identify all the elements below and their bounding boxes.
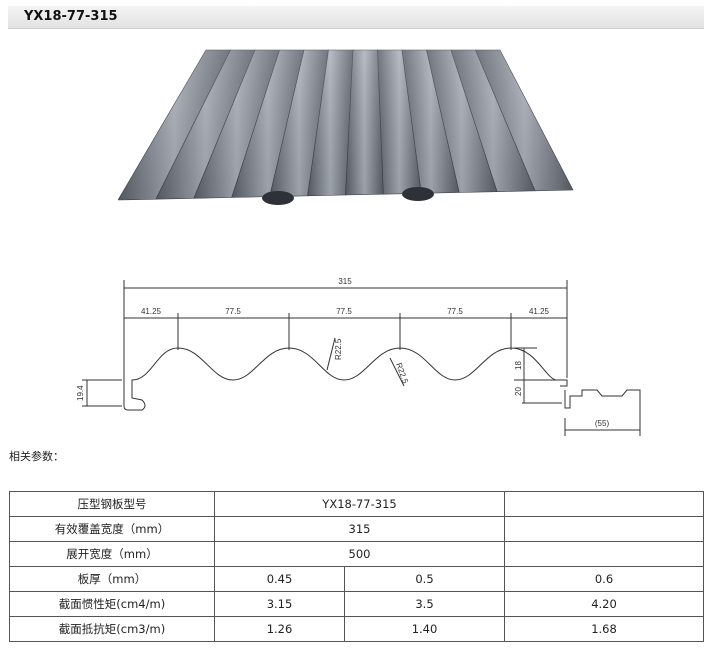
dim-pitch-2: 77.5: [336, 307, 352, 316]
steel-sheet-image: [118, 49, 574, 205]
spec-table: 压型钢板型号 YX18-77-315 有效覆盖宽度（mm） 315 展开宽度（m…: [9, 491, 705, 642]
dim-left-edge: 41.25: [141, 307, 162, 316]
table-cell: 0.5: [343, 566, 506, 592]
table-row: 展开宽度（mm） 500: [9, 541, 705, 567]
table-cell: 4.20: [504, 591, 705, 617]
table-cell: 315: [213, 516, 506, 542]
dim-height-left: 19.4: [76, 385, 85, 401]
row-label: 截面惯性矩(cm4/m): [9, 591, 215, 617]
dim-lap-width: (55): [595, 419, 610, 428]
title-bar: YX18-77-315: [8, 6, 704, 29]
table-cell: 1.40: [343, 616, 506, 642]
table-cell: [504, 541, 705, 567]
table-cell: 3.5: [343, 591, 506, 617]
row-label: 有效覆盖宽度（mm）: [9, 516, 215, 542]
dim-total: 315: [338, 277, 352, 286]
table-row: 有效覆盖宽度（mm） 315: [9, 516, 705, 542]
dim-pitch-1: 77.5: [225, 307, 241, 316]
table-cell: YX18-77-315: [213, 491, 506, 517]
table-cell: 500: [213, 541, 506, 567]
table-cell: 1.26: [214, 616, 345, 642]
table-row: 板厚（mm） 0.45 0.5 0.6: [9, 566, 705, 592]
params-label: 相关参数：: [9, 450, 64, 463]
row-label: 板厚（mm）: [9, 566, 215, 592]
table-cell: [504, 516, 705, 542]
dim-height-side: 20: [514, 387, 523, 396]
table-cell: [504, 491, 705, 517]
table-cell: 1.68: [504, 616, 705, 642]
row-label: 压型钢板型号: [9, 491, 215, 517]
table-cell: 0.6: [504, 566, 705, 592]
table-cell: 3.15: [214, 591, 345, 617]
dim-radius-1: R22.5: [334, 338, 343, 360]
profile-drawing: 315 41.25 77.5 77.5 77.5 41.25 R22.5 R22…: [76, 277, 641, 436]
dim-height-top: 18: [514, 361, 523, 370]
dim-pitch-3: 77.5: [447, 307, 463, 316]
page-title: YX18-77-315: [24, 9, 118, 24]
dim-right-edge: 41.25: [529, 307, 550, 316]
row-label: 展开宽度（mm）: [9, 541, 215, 567]
table-row: 截面惯性矩(cm4/m) 3.15 3.5 4.20: [9, 591, 705, 617]
table-row: 截面抵抗矩(cm3/m) 1.26 1.40 1.68: [9, 616, 705, 642]
table-cell: 0.45: [214, 566, 345, 592]
row-label: 截面抵抗矩(cm3/m): [9, 616, 215, 642]
dim-radius-2: R22.5: [394, 362, 410, 386]
table-row: 压型钢板型号 YX18-77-315: [9, 491, 705, 517]
